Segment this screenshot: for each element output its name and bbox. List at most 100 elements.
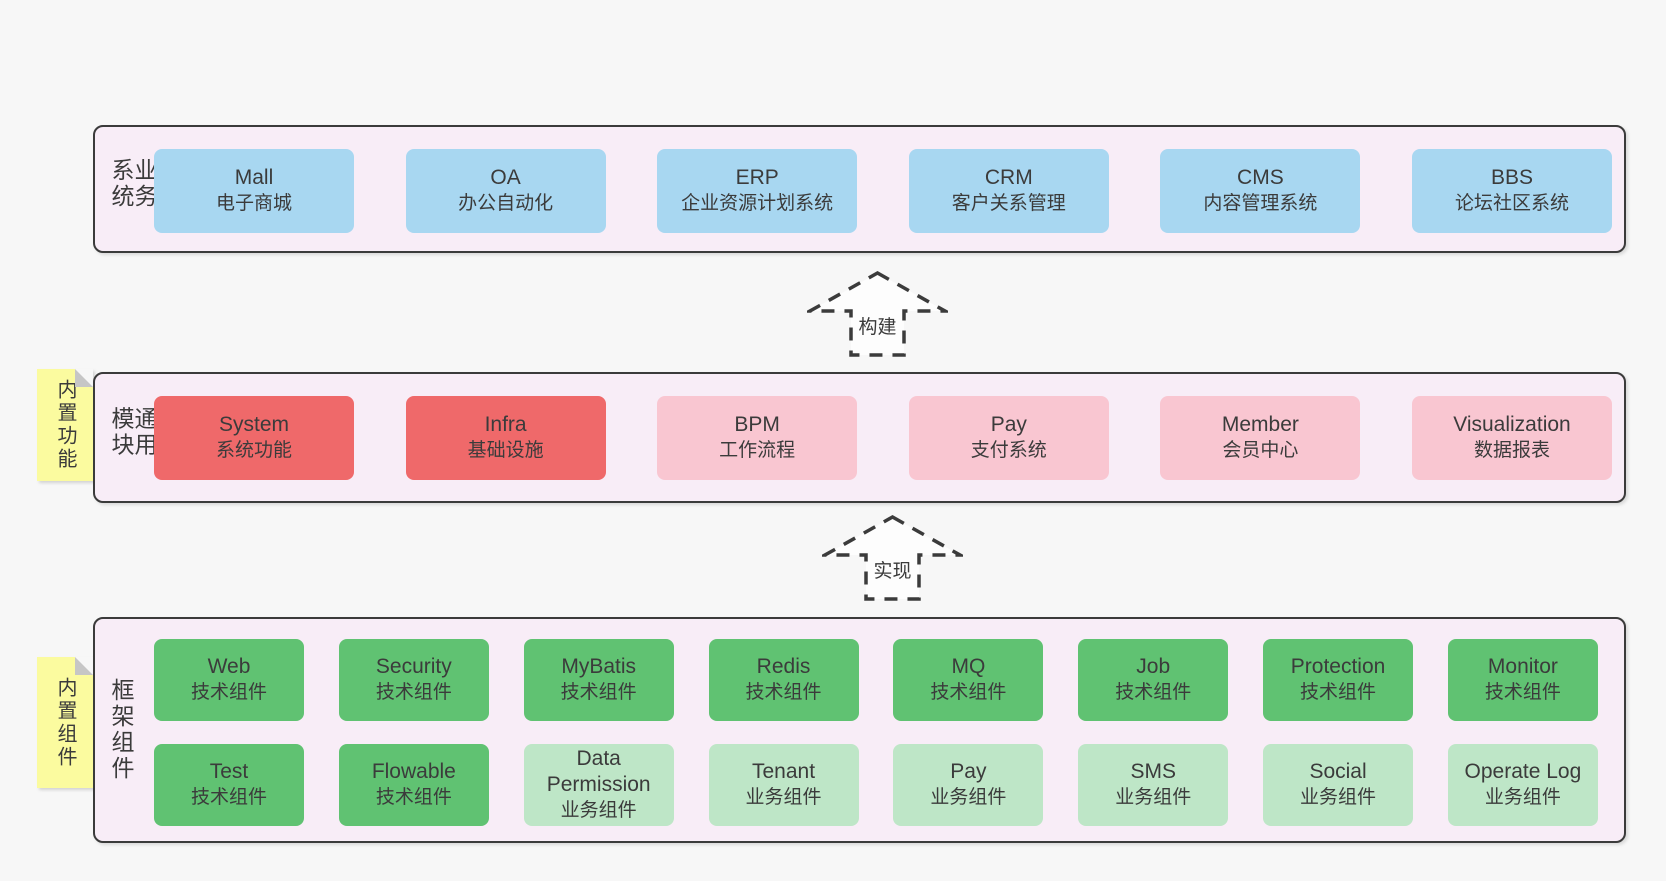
box-title: CMS	[1237, 166, 1284, 189]
framework-components-row-2: Test 技术组件 Flowable 技术组件 Data Permission …	[154, 744, 1598, 826]
box-social: Social 业务组件	[1263, 744, 1414, 826]
build-arrow-label: 构建	[855, 312, 900, 339]
box-protection: Protection 技术组件	[1263, 639, 1414, 721]
box-subtitle: 论坛社区系统	[1454, 193, 1569, 214]
box-subtitle: 业务组件	[560, 800, 637, 821]
layer-label-common-modules: 通用模块	[108, 405, 157, 458]
box-title: MyBatis	[561, 655, 637, 678]
box-crm: CRM 客户关系管理	[908, 149, 1109, 233]
box-subtitle: 技术组件	[1484, 682, 1561, 703]
box-subtitle: 支付系统	[970, 440, 1047, 461]
layer-common-modules: 通用模块 System 系统功能 Infra 基础设施 BPM 工作流程 Pay…	[93, 372, 1626, 503]
box-member: Member 会员中心	[1160, 396, 1361, 480]
box-title: System	[218, 413, 289, 436]
box-title: Operate Log	[1464, 760, 1582, 783]
box-subtitle: 技术组件	[560, 682, 637, 703]
box-test: Test 技术组件	[154, 744, 304, 826]
box-title: Web	[207, 655, 251, 678]
box-subtitle: 业务组件	[1115, 787, 1192, 808]
box-title: Flowable	[371, 760, 456, 783]
layer-business-systems: 业务系统 Mall 电子商城 OA 办公自动化 ERP 企业资源计划系统 CRM…	[93, 125, 1626, 253]
box-oa: OA 办公自动化	[405, 149, 606, 233]
box-title: Security	[375, 655, 452, 678]
box-title: Mall	[234, 166, 274, 189]
box-data-permission: Data Permission 业务组件	[523, 744, 674, 826]
box-subtitle: 办公自动化	[458, 193, 554, 214]
common-modules-row: System 系统功能 Infra 基础设施 BPM 工作流程 Pay 支付系统…	[154, 396, 1612, 480]
box-title: MQ	[951, 655, 986, 678]
business-systems-row: Mall 电子商城 OA 办公自动化 ERP 企业资源计划系统 CRM 客户关系…	[154, 149, 1612, 233]
box-subtitle: 技术组件	[1300, 682, 1377, 703]
box-title: Member	[1221, 413, 1299, 436]
box-subtitle: 基础设施	[467, 440, 544, 461]
box-mq: MQ 技术组件	[893, 639, 1044, 721]
box-title: BPM	[734, 413, 780, 436]
box-title: BBS	[1490, 166, 1533, 189]
layer-framework-components: 框架组件 Web 技术组件 Security 技术组件 MyBatis 技术组件…	[93, 617, 1626, 843]
box-title: Social	[1309, 760, 1367, 783]
box-mall: Mall 电子商城	[154, 149, 354, 233]
box-bpm: BPM 工作流程	[657, 396, 858, 480]
box-security: Security 技术组件	[338, 639, 489, 721]
implement-arrow-label: 实现	[870, 556, 915, 583]
box-tenant: Tenant 业务组件	[708, 744, 859, 826]
box-title: Pay	[950, 760, 987, 783]
box-system: System 系统功能	[154, 396, 354, 480]
box-subtitle: 客户关系管理	[951, 193, 1066, 214]
box-mybatis: MyBatis 技术组件	[523, 639, 674, 721]
box-sms: SMS 业务组件	[1078, 744, 1229, 826]
build-arrow: 构建	[807, 270, 948, 358]
box-visualization: Visualization 数据报表	[1411, 396, 1612, 480]
box-web: Web 技术组件	[154, 639, 304, 721]
implement-arrow: 实现	[822, 514, 963, 602]
framework-components-row-1: Web 技术组件 Security 技术组件 MyBatis 技术组件 Redi…	[154, 639, 1598, 721]
layer-label-framework-components: 框架组件	[108, 678, 134, 782]
box-title: Redis	[756, 655, 811, 678]
box-subtitle: 数据报表	[1473, 440, 1550, 461]
box-subtitle: 技术组件	[745, 682, 822, 703]
box-subtitle: 业务组件	[930, 787, 1007, 808]
box-subtitle: 业务组件	[1300, 787, 1377, 808]
box-subtitle: 技术组件	[930, 682, 1007, 703]
box-job: Job 技术组件	[1078, 639, 1229, 721]
box-title: Protection	[1290, 655, 1386, 678]
sticky-note-built-in-functions: 内置功能	[37, 369, 93, 481]
box-subtitle: 系统功能	[215, 440, 292, 461]
box-title: CRM	[984, 166, 1033, 189]
box-title: Job	[1136, 655, 1171, 678]
box-subtitle: 内容管理系统	[1203, 193, 1318, 214]
box-flowable: Flowable 技术组件	[338, 744, 489, 826]
box-subtitle: 业务组件	[1484, 787, 1561, 808]
box-title: Visualization	[1453, 413, 1571, 436]
box-title: Test	[209, 760, 249, 783]
box-monitor: Monitor 技术组件	[1447, 639, 1598, 721]
box-title: Pay	[990, 413, 1027, 436]
note-text: 内置组件	[54, 676, 76, 769]
box-bbs: BBS 论坛社区系统	[1411, 149, 1612, 233]
box-erp: ERP 企业资源计划系统	[657, 149, 858, 233]
box-subtitle: 企业资源计划系统	[681, 193, 834, 214]
box-redis: Redis 技术组件	[708, 639, 859, 721]
sticky-note-built-in-components: 内置组件	[37, 657, 93, 788]
box-title: Infra	[484, 413, 527, 436]
box-operate-log: Operate Log 业务组件	[1447, 744, 1598, 826]
box-subtitle: 技术组件	[375, 682, 452, 703]
box-subtitle: 工作流程	[719, 440, 796, 461]
box-pay-component: Pay 业务组件	[893, 744, 1044, 826]
box-title: ERP	[735, 166, 779, 189]
box-subtitle: 技术组件	[1115, 682, 1192, 703]
box-infra: Infra 基础设施	[405, 396, 606, 480]
box-title: Monitor	[1487, 655, 1558, 678]
box-subtitle: 会员中心	[1222, 440, 1299, 461]
box-title: OA	[490, 166, 521, 189]
box-subtitle: 业务组件	[745, 787, 822, 808]
box-title: Tenant	[752, 760, 816, 783]
layer-label-business-systems: 业务系统	[108, 158, 157, 210]
box-subtitle: 技术组件	[375, 787, 452, 808]
box-cms: CMS 内容管理系统	[1160, 149, 1361, 233]
note-text: 内置功能	[54, 379, 76, 471]
box-subtitle: 电子商城	[215, 193, 292, 214]
box-title: SMS	[1130, 760, 1176, 783]
box-title: Data Permission	[546, 747, 651, 796]
